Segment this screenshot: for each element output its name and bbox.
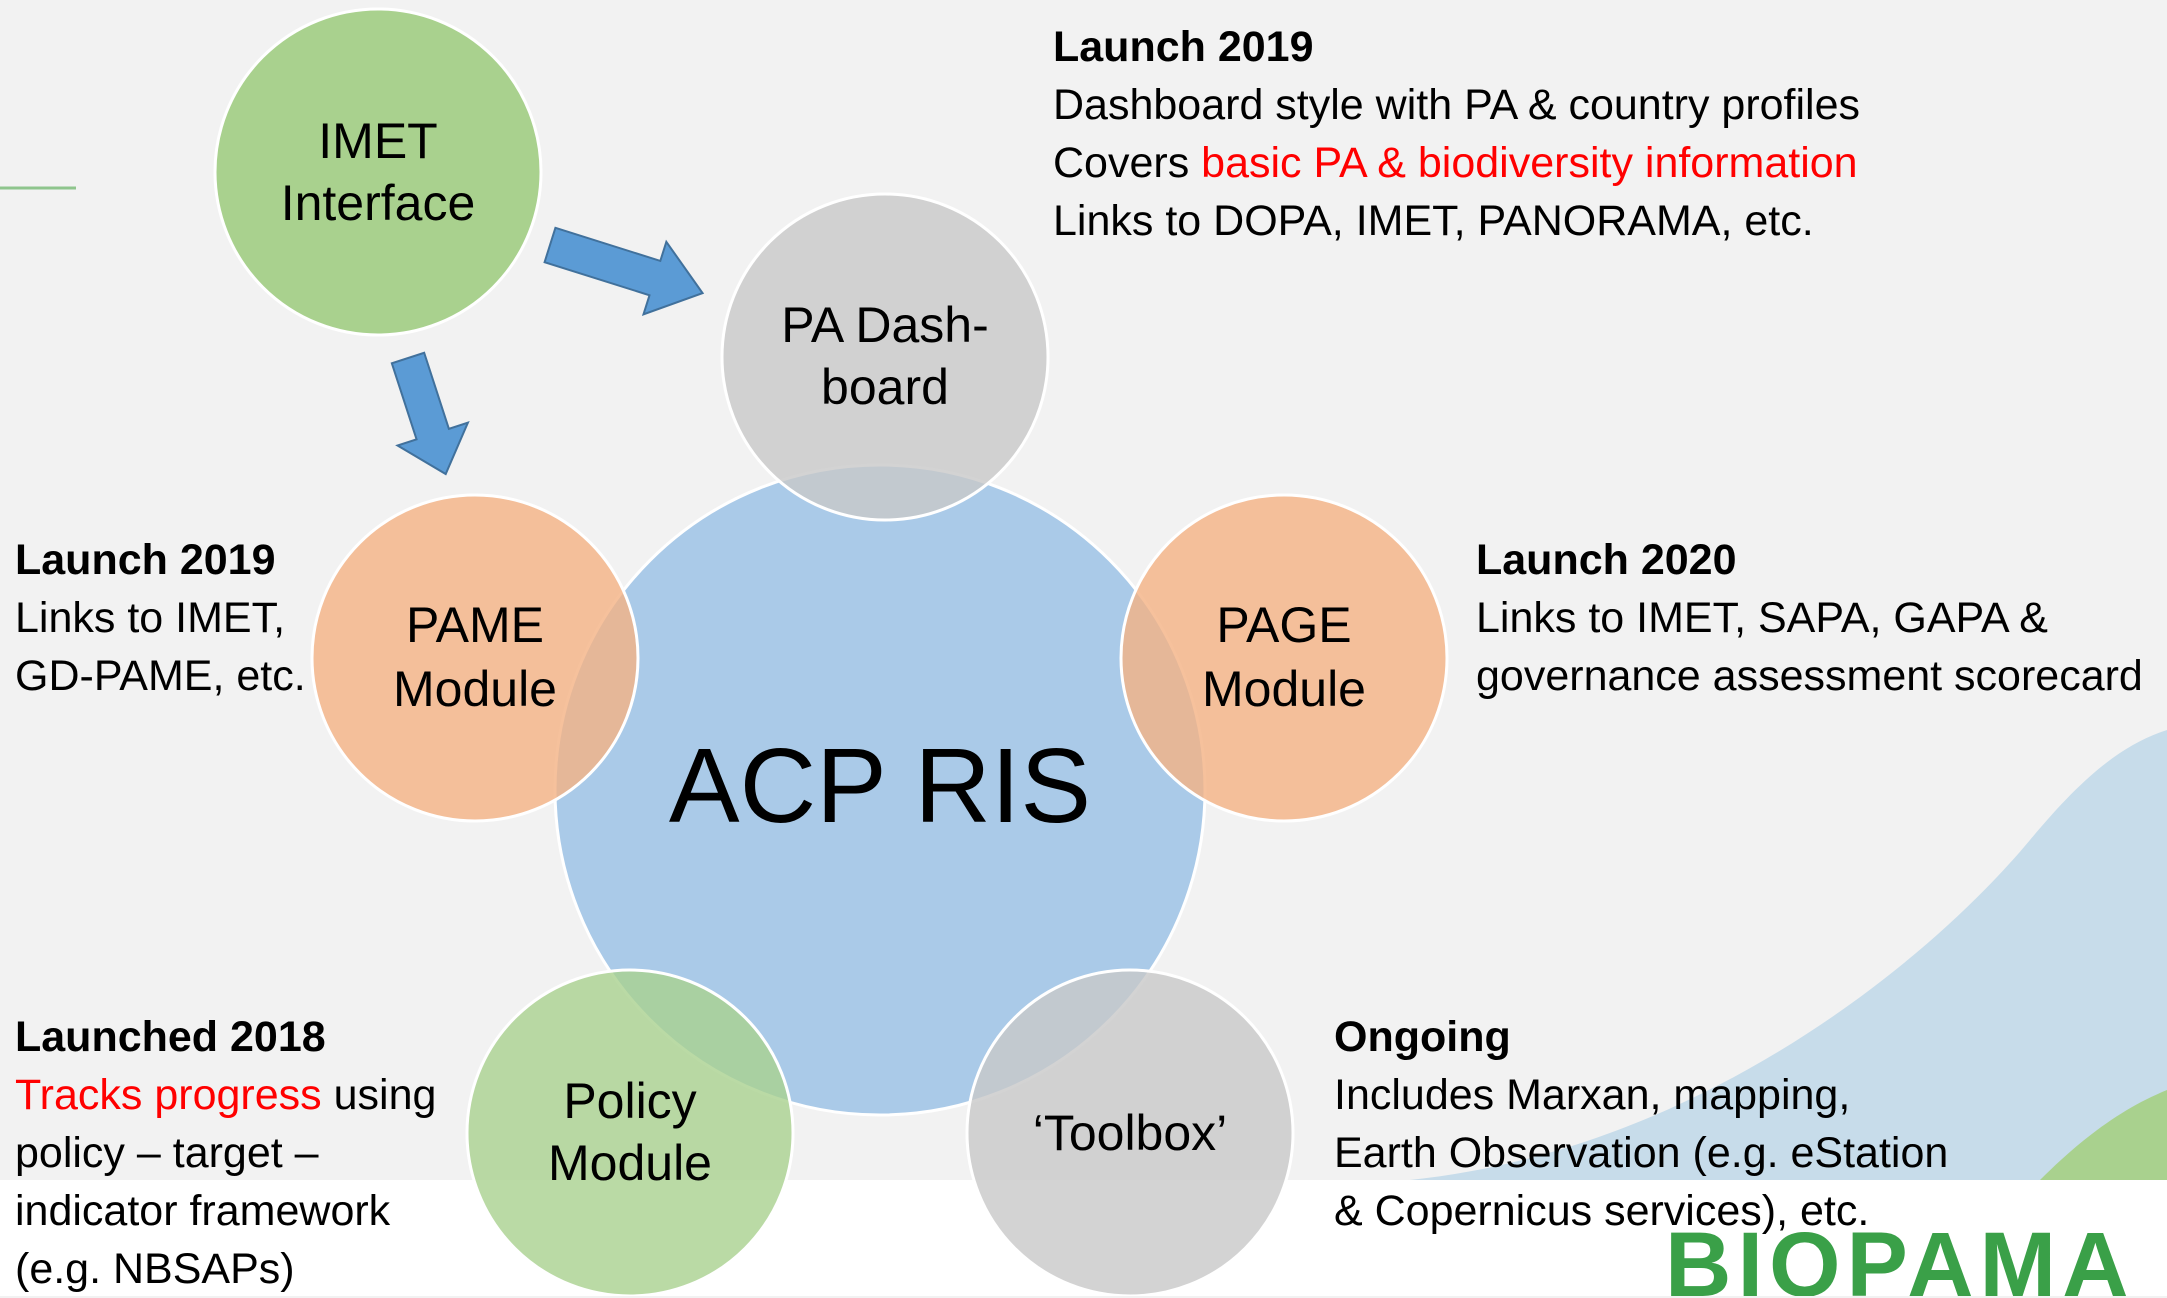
- dashboard-label-line2: board: [821, 359, 949, 415]
- imet-label-line2: Interface: [281, 175, 476, 231]
- page-label-line2: Module: [1202, 661, 1366, 717]
- dashboard-label-line1: PA Dash-: [781, 297, 989, 353]
- toolbox-circle: [965, 968, 1295, 1296]
- toolbox-note-line2: Earth Observation (e.g. eStation: [1334, 1129, 1949, 1177]
- logo-text: BIOPAMA: [1665, 1214, 2135, 1296]
- pame-label-line2: Module: [393, 661, 557, 717]
- pame-circle: [310, 493, 640, 823]
- policy-circle: [465, 968, 795, 1296]
- biopama-logo: BIOPAMA: [1665, 1214, 2135, 1296]
- policy-note-heading: Launched 2018: [15, 1013, 326, 1061]
- center-label: ACP RIS: [669, 727, 1091, 845]
- dashboard-note-heading: Launch 2019: [1053, 23, 1314, 71]
- page-note-line2: governance assessment scorecard: [1476, 652, 2143, 700]
- policy-note-line3: indicator framework: [15, 1187, 391, 1235]
- pame-label-line1: PAME: [406, 597, 544, 653]
- dashboard-note-line3: Links to DOPA, IMET, PANORAMA, etc.: [1053, 197, 1814, 245]
- dashboard-note-line2-prefix: Covers: [1053, 139, 1202, 187]
- policy-note-line4: (e.g. NBSAPs): [15, 1245, 295, 1293]
- pame-note: Launch 2019 Links to IMET, GD-PAME, etc.: [15, 531, 306, 705]
- page-label-line1: PAGE: [1216, 597, 1351, 653]
- toolbox-label: ‘Toolbox’: [1033, 1105, 1228, 1161]
- toolbox-note-heading: Ongoing: [1334, 1013, 1511, 1061]
- dashboard-note-line2: Covers basic PA & biodiversity informati…: [1053, 134, 1860, 192]
- policy-label-line2: Module: [548, 1135, 712, 1191]
- policy-label-line1: Policy: [563, 1073, 696, 1129]
- arrow-imet-to-dashboard: [543, 226, 705, 316]
- page-note: Launch 2020 Links to IMET, SAPA, GAPA & …: [1476, 531, 2143, 705]
- background-wave: [1410, 730, 2167, 1180]
- toolbox-note-line1: Includes Marxan, mapping,: [1334, 1071, 1851, 1119]
- policy-note-line1-suffix: using: [321, 1071, 437, 1119]
- pame-note-heading: Launch 2019: [15, 536, 276, 584]
- background-wave-green: [2040, 1090, 2167, 1180]
- toolbox-note: Ongoing Includes Marxan, mapping, Earth …: [1334, 1008, 1948, 1240]
- dashboard-note: Launch 2019 Dashboard style with PA & co…: [1053, 18, 1860, 250]
- dashboard-circle: [720, 192, 1050, 522]
- imet-label-line1: IMET: [318, 113, 437, 169]
- policy-note-line1: Tracks progress using: [15, 1066, 436, 1124]
- policy-note-highlight: Tracks progress: [15, 1071, 322, 1119]
- page-note-line1: Links to IMET, SAPA, GAPA &: [1476, 594, 2048, 642]
- policy-note: Launched 2018 Tracks progress using poli…: [15, 1008, 436, 1298]
- dashboard-note-highlight: basic PA & biodiversity information: [1201, 139, 1858, 187]
- dashboard-note-line1: Dashboard style with PA & country profil…: [1053, 81, 1861, 129]
- page-circle: [1119, 493, 1449, 823]
- pame-note-line1: Links to IMET,: [15, 594, 286, 642]
- pame-note-line2: GD-PAME, etc.: [15, 652, 306, 700]
- policy-note-line2: policy – target –: [15, 1129, 319, 1177]
- arrow-imet-to-pame: [390, 351, 470, 476]
- toolbox-note-line3: & Copernicus services), etc.: [1334, 1187, 1870, 1235]
- imet-circle: [213, 7, 543, 337]
- page-note-heading: Launch 2020: [1476, 536, 1737, 584]
